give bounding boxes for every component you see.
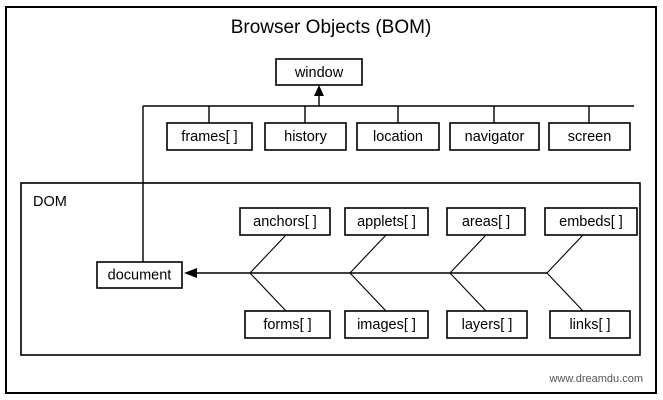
rib-anchors <box>249 234 287 274</box>
node-label-layers: layers[ ] <box>462 317 513 333</box>
dom-container-box <box>20 182 641 356</box>
node-box-embeds[interactable] <box>544 207 638 236</box>
node-label-links: links[ ] <box>569 317 610 333</box>
node-box-frames[interactable] <box>166 122 253 151</box>
node-label-frames: frames[ ] <box>181 129 237 145</box>
node-label-document: document <box>108 267 172 283</box>
outer-frame <box>5 6 657 394</box>
node-label-history: history <box>284 129 327 145</box>
page-title: Browser Objects (BOM) <box>231 17 432 38</box>
rib-images <box>349 272 387 312</box>
node-box-location[interactable] <box>356 122 440 151</box>
rib-links <box>546 272 584 312</box>
node-label-images: images[ ] <box>357 317 416 333</box>
dom-section-label: DOM <box>33 194 67 210</box>
footer-watermark: www.dreamdu.com <box>548 373 643 385</box>
node-label-screen: screen <box>568 129 612 145</box>
node-label-forms: forms[ ] <box>263 317 311 333</box>
node-label-anchors: anchors[ ] <box>253 214 317 230</box>
node-box-navigator[interactable] <box>449 122 540 151</box>
rib-applets <box>349 234 387 274</box>
rib-embeds <box>546 234 584 274</box>
node-box-applets[interactable] <box>344 207 429 236</box>
node-label-applets: applets[ ] <box>357 214 416 230</box>
node-box-screen[interactable] <box>548 122 631 151</box>
document-arrow-head <box>184 268 197 278</box>
rib-areas <box>449 234 487 274</box>
node-box-layers[interactable] <box>446 310 528 339</box>
node-box-links[interactable] <box>549 310 631 339</box>
node-label-embeds: embeds[ ] <box>559 214 623 230</box>
node-label-location: location <box>373 129 423 145</box>
node-label-window: window <box>294 65 344 81</box>
node-box-history[interactable] <box>264 122 347 151</box>
node-box-document[interactable] <box>96 261 183 289</box>
node-label-areas: areas[ ] <box>462 214 510 230</box>
node-box-forms[interactable] <box>244 310 331 339</box>
node-box-areas[interactable] <box>446 207 526 236</box>
rib-layers <box>449 272 487 312</box>
node-box-anchors[interactable] <box>239 207 331 236</box>
node-label-navigator: navigator <box>465 129 525 145</box>
rib-forms <box>249 272 287 312</box>
node-box-images[interactable] <box>344 310 429 339</box>
window-arrow-head <box>314 85 324 96</box>
